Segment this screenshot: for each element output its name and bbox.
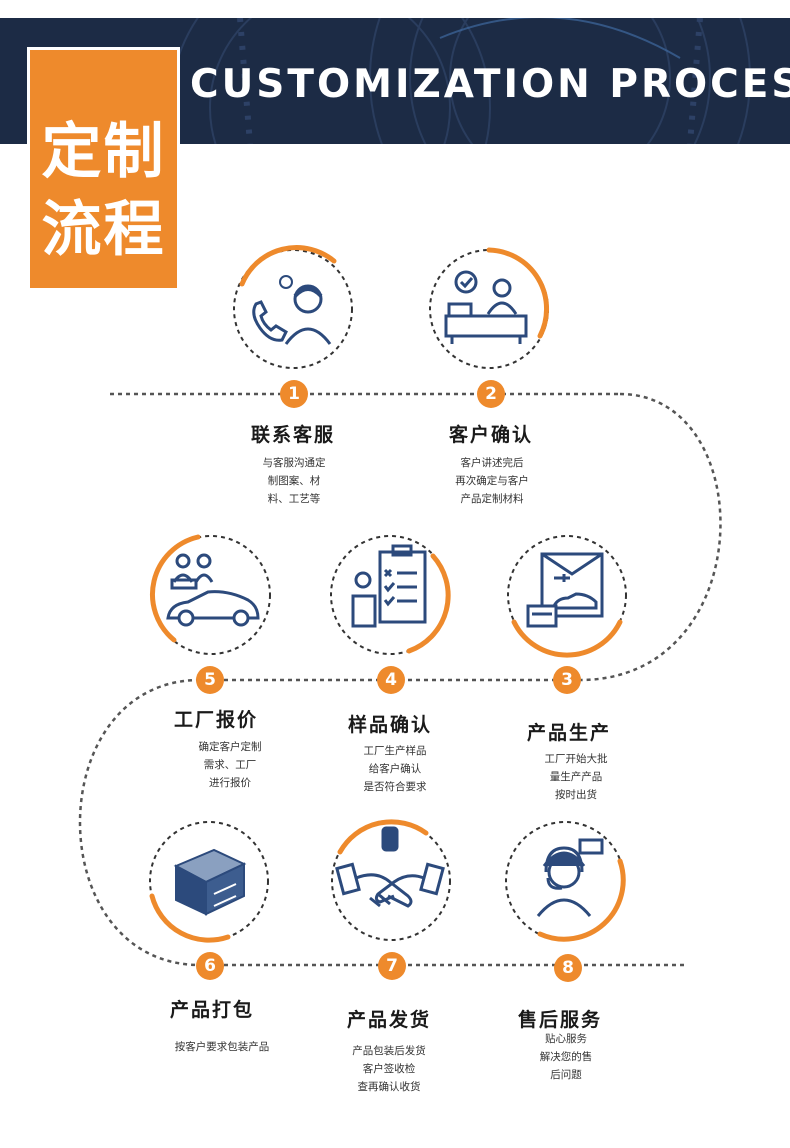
step-1-number: 1 xyxy=(280,380,308,408)
step-5-number: 5 xyxy=(196,666,224,694)
step-7-number: 7 xyxy=(378,952,406,980)
reception-desk-icon xyxy=(446,272,526,344)
step-8-title: 售后服务 xyxy=(518,1005,602,1032)
step-3-number: 3 xyxy=(553,666,581,694)
customer-service-phone-icon xyxy=(254,276,330,344)
handshake-icon xyxy=(337,828,443,906)
step-3-title: 产品生产 xyxy=(527,718,611,745)
step-3-circle xyxy=(502,530,632,660)
step-1-circle xyxy=(228,244,358,374)
step-2-number: 2 xyxy=(477,380,505,408)
step-7-title: 产品发货 xyxy=(347,1005,431,1032)
step-8-desc: 贴心服务解决您的售后问题 xyxy=(530,1030,602,1084)
step-8-number: 8 xyxy=(554,954,582,982)
step-5-title: 工厂报价 xyxy=(174,705,258,732)
factory-quote-icon xyxy=(168,555,258,625)
step-4-number: 4 xyxy=(377,666,405,694)
step-1-desc: 与客服沟通定制图案、材料、工艺等 xyxy=(252,454,336,508)
step-3-desc: 工厂开始大批量生产产品按时出货 xyxy=(534,750,618,804)
step-6-circle xyxy=(144,816,274,946)
step-6-title: 产品打包 xyxy=(170,995,254,1022)
step-4-title: 样品确认 xyxy=(348,710,432,737)
step-2-circle xyxy=(424,244,554,374)
step-8-circle xyxy=(500,816,630,946)
step-7-desc: 产品包装后发货客户签收检查再确认收货 xyxy=(342,1042,436,1096)
step-4-circle xyxy=(325,530,455,660)
step-6-number: 6 xyxy=(196,952,224,980)
step-5-circle xyxy=(146,530,276,660)
step-2-desc: 客户讲述完后再次确定与客户产品定制材料 xyxy=(440,454,544,508)
step-4-desc: 工厂生产样品给客户确认是否符合要求 xyxy=(350,742,440,796)
sample-checklist-icon xyxy=(353,546,425,626)
step-2-title: 客户确认 xyxy=(449,420,533,447)
after-sales-headset-icon xyxy=(538,840,602,916)
package-box-icon xyxy=(176,850,244,914)
step-7-circle xyxy=(326,816,456,946)
step-5-desc: 确定客户定制需求、工厂进行报价 xyxy=(188,738,272,792)
step-6-desc: 按客户要求包装产品 xyxy=(168,1038,276,1056)
production-icon xyxy=(528,554,602,626)
step-1-title: 联系客服 xyxy=(251,420,335,447)
